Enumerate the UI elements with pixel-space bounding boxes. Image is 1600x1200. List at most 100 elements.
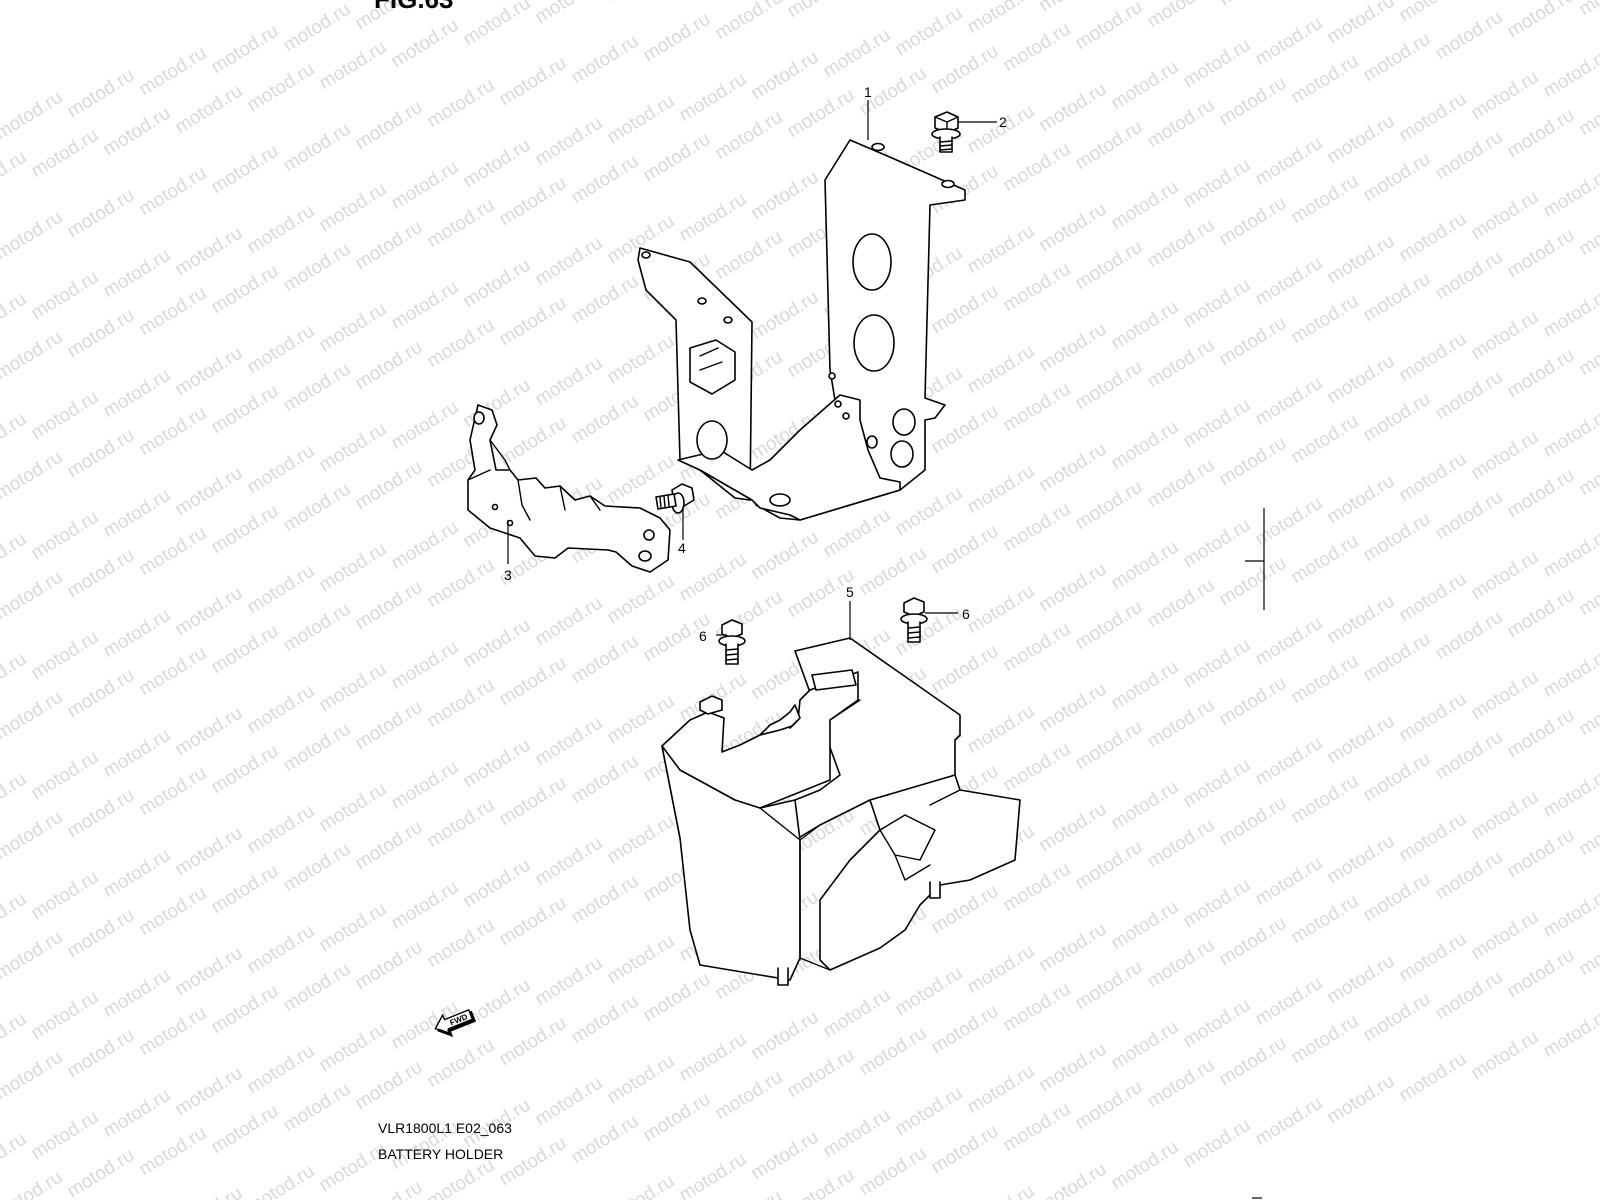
watermark-text: motod.ru	[388, 637, 463, 695]
watermark-text: motod.ru	[1000, 139, 1075, 197]
watermark-text: motod.ru	[244, 921, 319, 979]
watermark-text: motod.ru	[172, 81, 247, 139]
watermark-text: motod.ru	[64, 1145, 139, 1200]
watermark-text: motod.ru	[604, 0, 679, 6]
watermark-text: motod.ru	[1180, 755, 1255, 813]
watermark-text: motod.ru	[1216, 0, 1291, 10]
watermark-text: motod.ru	[424, 555, 499, 613]
watermark-text: motod.ru	[136, 763, 211, 821]
watermark-text: motod.ru	[388, 877, 463, 935]
watermark-text: motod.ru	[244, 561, 319, 619]
callout-5: 5	[846, 584, 854, 600]
watermark-text: motod.ru	[1000, 1099, 1075, 1157]
watermark-text: motod.ru	[64, 785, 139, 843]
watermark-text: motod.ru	[1216, 313, 1291, 371]
watermark-text: motod.ru	[316, 779, 391, 837]
watermark-text: motod.ru	[1324, 591, 1399, 649]
watermark-text: motod.ru	[1432, 727, 1507, 785]
watermark-text: motod.ru	[1324, 351, 1399, 409]
watermark-text: motod.ru	[208, 741, 283, 799]
watermark-text: motod.ru	[532, 953, 607, 1011]
watermark-text: motod.ru	[568, 751, 643, 809]
watermark-text: motod.ru	[748, 47, 823, 105]
watermark-text: motod.ru	[244, 441, 319, 499]
watermark-text: motod.ru	[496, 173, 571, 231]
watermark-text: motod.ru	[1000, 499, 1075, 557]
watermark-text: motod.ru	[640, 9, 715, 67]
watermark-text: motod.ru	[568, 31, 643, 89]
watermark-text: motod.ru	[172, 943, 247, 1001]
watermark-text: motod.ru	[928, 41, 1003, 99]
watermark-text: motod.ru	[640, 129, 715, 187]
watermark-text: motod.ru	[64, 665, 139, 723]
watermark-text: motod.ru	[712, 107, 787, 165]
watermark-text: motod.ru	[100, 103, 175, 161]
watermark-text: motod.ru	[1144, 815, 1219, 873]
watermark-text: motod.ru	[1288, 171, 1363, 229]
watermark-text: motod.ru	[1324, 831, 1399, 889]
watermark-text: motod.ru	[1468, 547, 1543, 605]
part-4-bolt	[655, 483, 695, 514]
watermark-text: motod.ru	[280, 1079, 355, 1137]
watermark-text: motod.ru	[0, 1009, 30, 1067]
watermark-text: motod.ru	[0, 1129, 30, 1187]
watermark-text: motod.ru	[1360, 869, 1435, 927]
watermark-text: motod.ru	[1432, 127, 1507, 185]
watermark-text: motod.ru	[172, 343, 247, 401]
watermark-text: motod.ru	[136, 1003, 211, 1061]
watermark-text: motod.ru	[496, 413, 571, 471]
watermark-text: motod.ru	[748, 1127, 823, 1185]
watermark-text: motod.ru	[1504, 345, 1579, 403]
watermark-text: motod.ru	[1180, 635, 1255, 693]
watermark-text: motod.ru	[352, 97, 427, 155]
watermark-text: motod.ru	[1540, 885, 1600, 943]
watermark-text: motod.ru	[280, 0, 355, 56]
watermark-text: motod.ru	[1504, 705, 1579, 763]
watermark-text: motod.ru	[856, 1023, 931, 1081]
watermark-text: motod.ru	[1504, 225, 1579, 283]
callout-3: 3	[504, 567, 512, 583]
watermark-text: motod.ru	[1468, 1027, 1543, 1085]
watermark-text: motod.ru	[1252, 853, 1327, 911]
watermark-text: motod.ru	[64, 65, 139, 123]
watermark-text: motod.ru	[1144, 1055, 1219, 1113]
watermark-text: motod.ru	[64, 905, 139, 963]
watermark-text: motod.ru	[208, 621, 283, 679]
watermark-text: motod.ru	[1468, 787, 1543, 845]
watermark-text: motod.ru	[1324, 1071, 1399, 1129]
watermark-text: motod.ru	[244, 59, 319, 117]
watermark-text: motod.ru	[172, 1063, 247, 1121]
watermark-text: motod.ru	[388, 757, 463, 815]
watermark-text: motod.ru	[532, 0, 607, 28]
watermark-text: motod.ru	[1180, 1115, 1255, 1173]
watermark-text: motod.ru	[1396, 809, 1471, 867]
watermark-text: motod.ru	[604, 571, 679, 629]
watermark-text: motod.ru	[1036, 919, 1111, 977]
watermark-text: motod.ru	[1000, 259, 1075, 317]
watermark-text: motod.ru	[1576, 923, 1600, 981]
watermark-text: motod.ru	[172, 463, 247, 521]
watermark-text: motod.ru	[676, 69, 751, 127]
watermark-text: motod.ru	[1324, 0, 1399, 48]
watermark-text: motod.ru	[28, 1107, 103, 1165]
watermark-text: motod.ru	[0, 529, 30, 587]
watermark-text: motod.ru	[280, 839, 355, 897]
watermark-text: motod.ru	[424, 915, 499, 973]
watermark-text: motod.ru	[1180, 395, 1255, 453]
watermark-text: motod.ru	[892, 483, 967, 541]
part-group-name: BATTERY HOLDER	[378, 1146, 504, 1162]
watermark-text: motod.ru	[1108, 777, 1183, 835]
watermark-text: motod.ru	[1324, 231, 1399, 289]
watermark-text: motod.ru	[1252, 493, 1327, 551]
watermark-text: motod.ru	[0, 1047, 66, 1105]
watermark-text: motod.ru	[496, 293, 571, 351]
watermark-text: motod.ru	[352, 937, 427, 995]
watermark-text: motod.ru	[208, 381, 283, 439]
watermark-text: motod.ru	[1252, 133, 1327, 191]
watermark-text: motod.ru	[316, 539, 391, 597]
watermark-text: motod.ru	[1396, 929, 1471, 987]
watermark-text: motod.ru	[964, 461, 1039, 519]
watermark-text: motod.ru	[244, 201, 319, 259]
watermark-text: motod.ru	[0, 567, 66, 625]
